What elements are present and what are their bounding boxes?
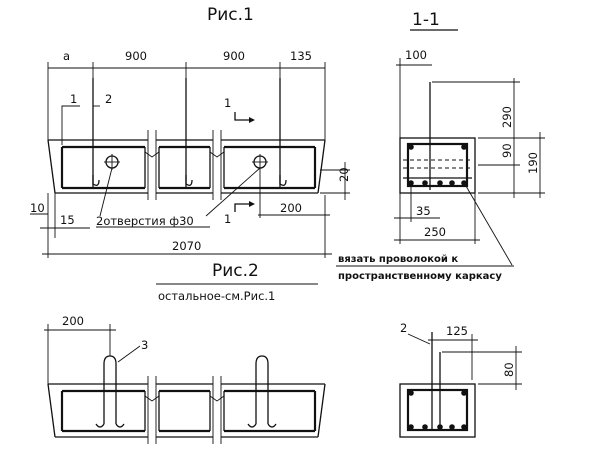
fig1-title: Рис.1 [207,5,254,25]
fig2-section: 2 125 80 [399,321,522,438]
fig2-slab-right-end [317,383,326,438]
rebar-dot [449,424,455,430]
section-mark-top-arrow [234,112,249,121]
rebar-dot [461,390,467,396]
fig2-section-stirrup [406,388,469,432]
dim-900-left: 900 [125,49,147,63]
lifting-loop-right-hooks [247,423,277,428]
dim-10: 10 [30,201,45,215]
dim-2070: 2070 [172,239,201,253]
dim-250: 250 [424,225,446,239]
section-mark-top-label: 1 [224,96,231,110]
fig2-dim-80: 80 [502,362,516,377]
fig2-leader-2-line [407,333,431,345]
fig2-slab-left-end [47,383,56,438]
lifting-loop-left-hooks [95,423,125,428]
fig2-dim-200: 200 [62,314,84,328]
rebar-dot [449,180,455,186]
note-line-1: вязать проволокой к [338,254,458,265]
leader-1-label: 1 [70,92,77,106]
fig2-subtitle: остальное-см.Рис.1 [158,289,275,303]
rebar-dot [437,180,443,186]
leader-1-line [61,105,80,145]
fig2-title: Рис.2 [212,261,259,281]
section-stirrup [406,142,469,188]
fig2-front-view: Рис.2 остальное-см.Рис.1 200 3 [44,261,326,444]
dim-135: 135 [290,49,312,63]
section-arrow-bottom-head [249,201,255,207]
rebar-dot [422,180,428,186]
fig2-break-lines [147,376,222,444]
fig2-section-outline [399,383,476,438]
break-lines [147,130,222,200]
fig2-leader-3-line [117,345,141,363]
section-mark-bottom-label: 1 [224,212,231,226]
dim-900-right: 900 [223,49,245,63]
section-arrow-top-head [249,117,255,123]
break-zigzags [144,151,225,158]
fig2-leader-2-label: 2 [400,321,407,335]
section-1-1: 1-1 100 290 90 190 3 [336,10,545,282]
stirrups [144,147,225,188]
dim-a: a [63,49,70,63]
rebar-dot [437,424,443,430]
fig2-stirrups [144,391,225,431]
rebar-dot [408,390,414,396]
fig1-front-view: Рис.1 a 900 900 135 1 2 [30,5,351,258]
lifting-loop-right [255,355,269,424]
holes-leader-right [205,167,261,217]
rebar-dot [461,180,467,186]
rebar-dot [408,144,414,150]
hanger-hooks [92,175,287,186]
section-outline [399,137,476,194]
dim-290: 290 [500,106,514,128]
note-line-2: пространственному каркасу [338,271,502,282]
rebar-dot [461,424,467,430]
dim-200: 200 [280,201,302,215]
section-mark-bottom-arrow [234,203,249,212]
dim-35: 35 [416,204,431,218]
rebar-dot [408,180,414,186]
holes-label: 2отверстия ф30 [96,214,194,228]
fig2-break-zigzags [144,395,225,402]
dim-15: 15 [60,213,75,227]
fig2-leader-3-label: 3 [141,338,148,352]
slab-left-end [47,139,56,194]
leader-2-label: 2 [105,92,112,106]
rebar-dot [422,424,428,430]
rebar-dot [461,144,467,150]
dim-100: 100 [405,48,427,62]
dim-190: 190 [526,152,540,174]
rebar-dot [408,424,414,430]
dim-90: 90 [500,143,514,158]
slab-right-end [317,139,326,194]
fig2-dim-125: 125 [446,324,468,338]
holes-leader-left [99,167,113,217]
dim-20: 20 [337,167,351,182]
lifting-loop-left [103,355,117,424]
note-leader [465,185,513,266]
section-title: 1-1 [412,10,440,30]
